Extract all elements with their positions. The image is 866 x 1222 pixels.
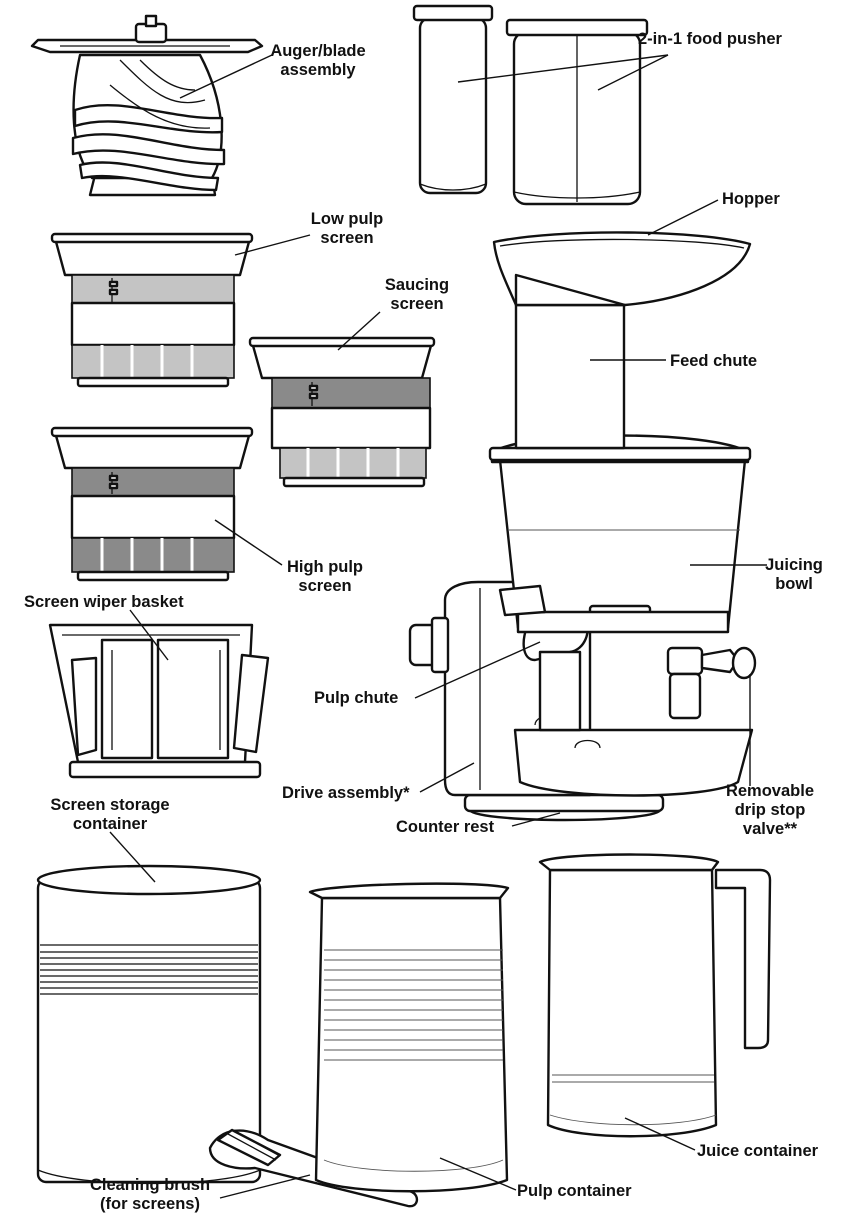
label-drip-stop-valve: Removable drip stop valve** (714, 782, 826, 839)
label-line: Saucing (384, 276, 450, 294)
label-juicing-bowl: Juicing bowl (762, 556, 826, 594)
juice-container (538, 853, 772, 1138)
screen-wiper-basket (48, 623, 270, 779)
food-pusher (412, 4, 649, 206)
label-low-pulp-screen: Low pulp screen (302, 210, 392, 248)
high-pulp-screen (50, 426, 254, 582)
label-drive-assembly: Drive assembly* (282, 784, 410, 802)
label-line: assembly (280, 61, 356, 79)
label-screen-storage-container: Screen storage container (30, 796, 190, 834)
label-line: container (72, 815, 148, 833)
label-counter-rest: Counter rest (396, 818, 495, 836)
juicer-base-assembly (408, 231, 757, 822)
label-screen-wiper-basket: Screen wiper basket (24, 593, 184, 611)
leader-lines (109, 54, 767, 1199)
label-cleaning-brush: Cleaning brush (for screens) (80, 1176, 220, 1214)
label-juice-container: Juice container (697, 1142, 819, 1160)
label-auger-blade-assembly: Auger/blade assembly (270, 42, 366, 80)
label-line: High pulp (286, 558, 364, 576)
label-line: valve** (742, 820, 798, 838)
label-saucing-screen: Saucing screen (372, 276, 462, 314)
label-pulp-chute: Pulp chute (314, 689, 399, 707)
label-line: (for screens) (100, 1195, 200, 1213)
low-pulp-screen (50, 232, 254, 388)
label-line: Juicing (765, 556, 823, 574)
label-line: Cleaning brush (89, 1176, 211, 1194)
screen-storage-container (36, 864, 262, 1185)
label-high-pulp-screen: High pulp screen (276, 558, 374, 596)
label-line: Screen storage (50, 796, 170, 814)
label-pulp-container: Pulp container (517, 1182, 632, 1200)
label-line: screen (298, 577, 352, 595)
label-food-pusher: 2-in-1 food pusher (638, 30, 782, 48)
auger-blade-assembly (30, 14, 264, 197)
saucing-screen (248, 336, 436, 488)
label-hopper: Hopper (722, 190, 780, 208)
label-line: screen (320, 229, 374, 247)
pulp-container (308, 882, 510, 1193)
label-line: drip stop (734, 801, 806, 819)
label-line: Removable (725, 782, 815, 800)
label-line: Auger/blade (270, 42, 366, 60)
label-line: bowl (775, 575, 813, 593)
label-feed-chute: Feed chute (670, 352, 758, 370)
label-line: screen (390, 295, 444, 313)
label-line: Low pulp (310, 210, 384, 228)
